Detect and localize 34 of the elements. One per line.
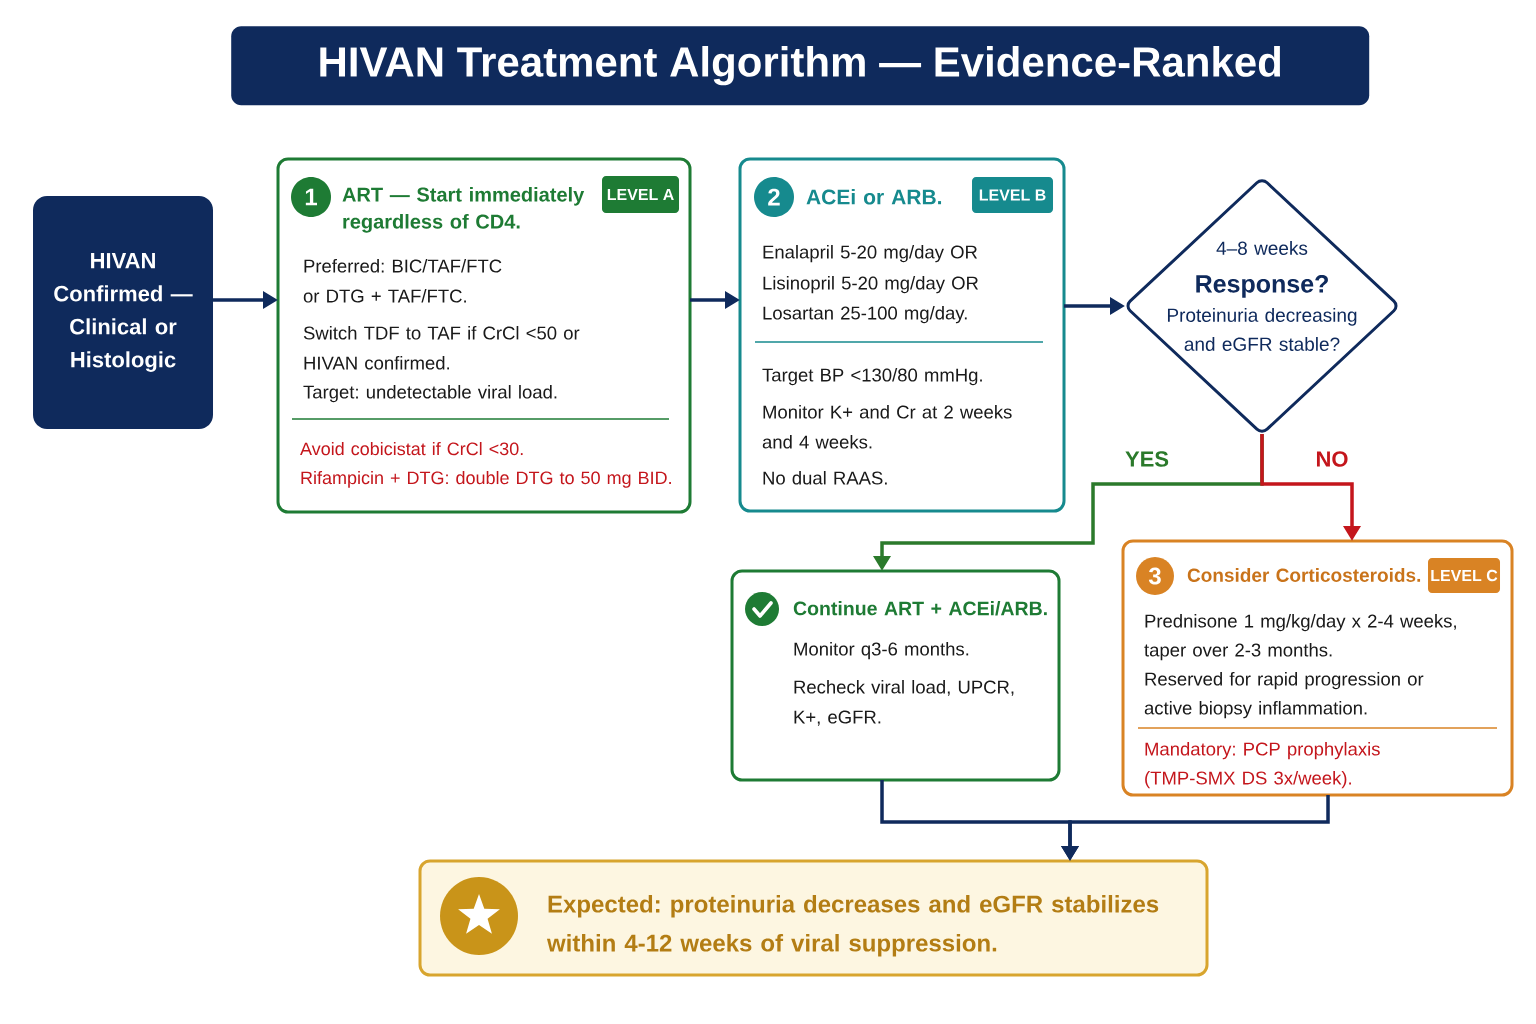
warning-text: Mandatory: PCP prophylaxis (TMP-SMX DS 3x/week). bbox=[1145, 742, 1380, 789]
body-text: Losartan 25-100 mg/day. bbox=[763, 306, 967, 324]
body-text: Target: undetectable viral load. bbox=[303, 385, 557, 403]
body-text: Monitor K+ and Cr at 2 weeks and 4 weeks. bbox=[762, 405, 1012, 449]
warning-text: Avoid cobicistat if CrCl <30. bbox=[300, 442, 523, 456]
title-bar: HIVAN Treatment Algorithm — Evidence-Ranked bbox=[231, 26, 1370, 106]
start-box: HIVAN Confirmed — Clinical or Histologic bbox=[33, 196, 213, 429]
step-heading: Consider Corticosteroids. bbox=[1187, 568, 1421, 582]
warning-text: Rifampicin + DTG: double DTG to 50 mg BID. bbox=[301, 471, 671, 488]
step-number: 2 bbox=[754, 177, 794, 217]
level-badge: LEVEL A bbox=[602, 176, 679, 213]
level-badge: LEVEL C bbox=[1428, 558, 1500, 593]
body-text: Enalapril 5-20 mg/day OR bbox=[763, 245, 978, 263]
question-heading: Response? bbox=[1196, 275, 1328, 298]
body-text: Target BP <130/80 mmHg. bbox=[762, 368, 982, 386]
step-number: 3 bbox=[1136, 557, 1174, 595]
body-text: Monitor q3-6 months. bbox=[794, 642, 969, 660]
body-text: Lisinopril 5-20 mg/day OR bbox=[763, 276, 979, 294]
result-text: Expected: proteinuria decreases and eGFR stabilizes within 4-12 weeks of viral suppression. bbox=[546, 895, 1159, 957]
body-text: Switch TDF to TAF if CrCl <50 or HIVAN confirmed. bbox=[303, 326, 580, 370]
body-text: No dual RAAS. bbox=[763, 471, 887, 485]
edge-label: NO bbox=[1313, 449, 1351, 469]
question-text: Proteinuria decreasing and eGFR stable? bbox=[1168, 308, 1357, 351]
edge-label: YES bbox=[1123, 449, 1171, 469]
step-heading: ART — Start immediately regardless of CD4. bbox=[342, 187, 585, 233]
body-text: Prednisone 1 mg/kg/day x 2-4 weeks, taper over 2-3 months. bbox=[1144, 614, 1456, 661]
body-text: Preferred: BIC/TAF/FTC or DTG + TAF/FTC. bbox=[303, 259, 502, 303]
step-heading: ACEi or ARB. bbox=[806, 189, 942, 205]
body-text: Recheck viral load, UPCR, K+, eGFR. bbox=[794, 680, 1014, 726]
level-badge: LEVEL B bbox=[972, 177, 1053, 213]
step-number: 1 bbox=[291, 177, 331, 217]
step-heading: Continue ART + ACEi/ARB. bbox=[793, 601, 1047, 616]
interval-text: 4–8 weeks bbox=[1216, 241, 1308, 255]
body-text: Reserved for rapid progression or active biopsy inflammation. bbox=[1144, 672, 1424, 719]
